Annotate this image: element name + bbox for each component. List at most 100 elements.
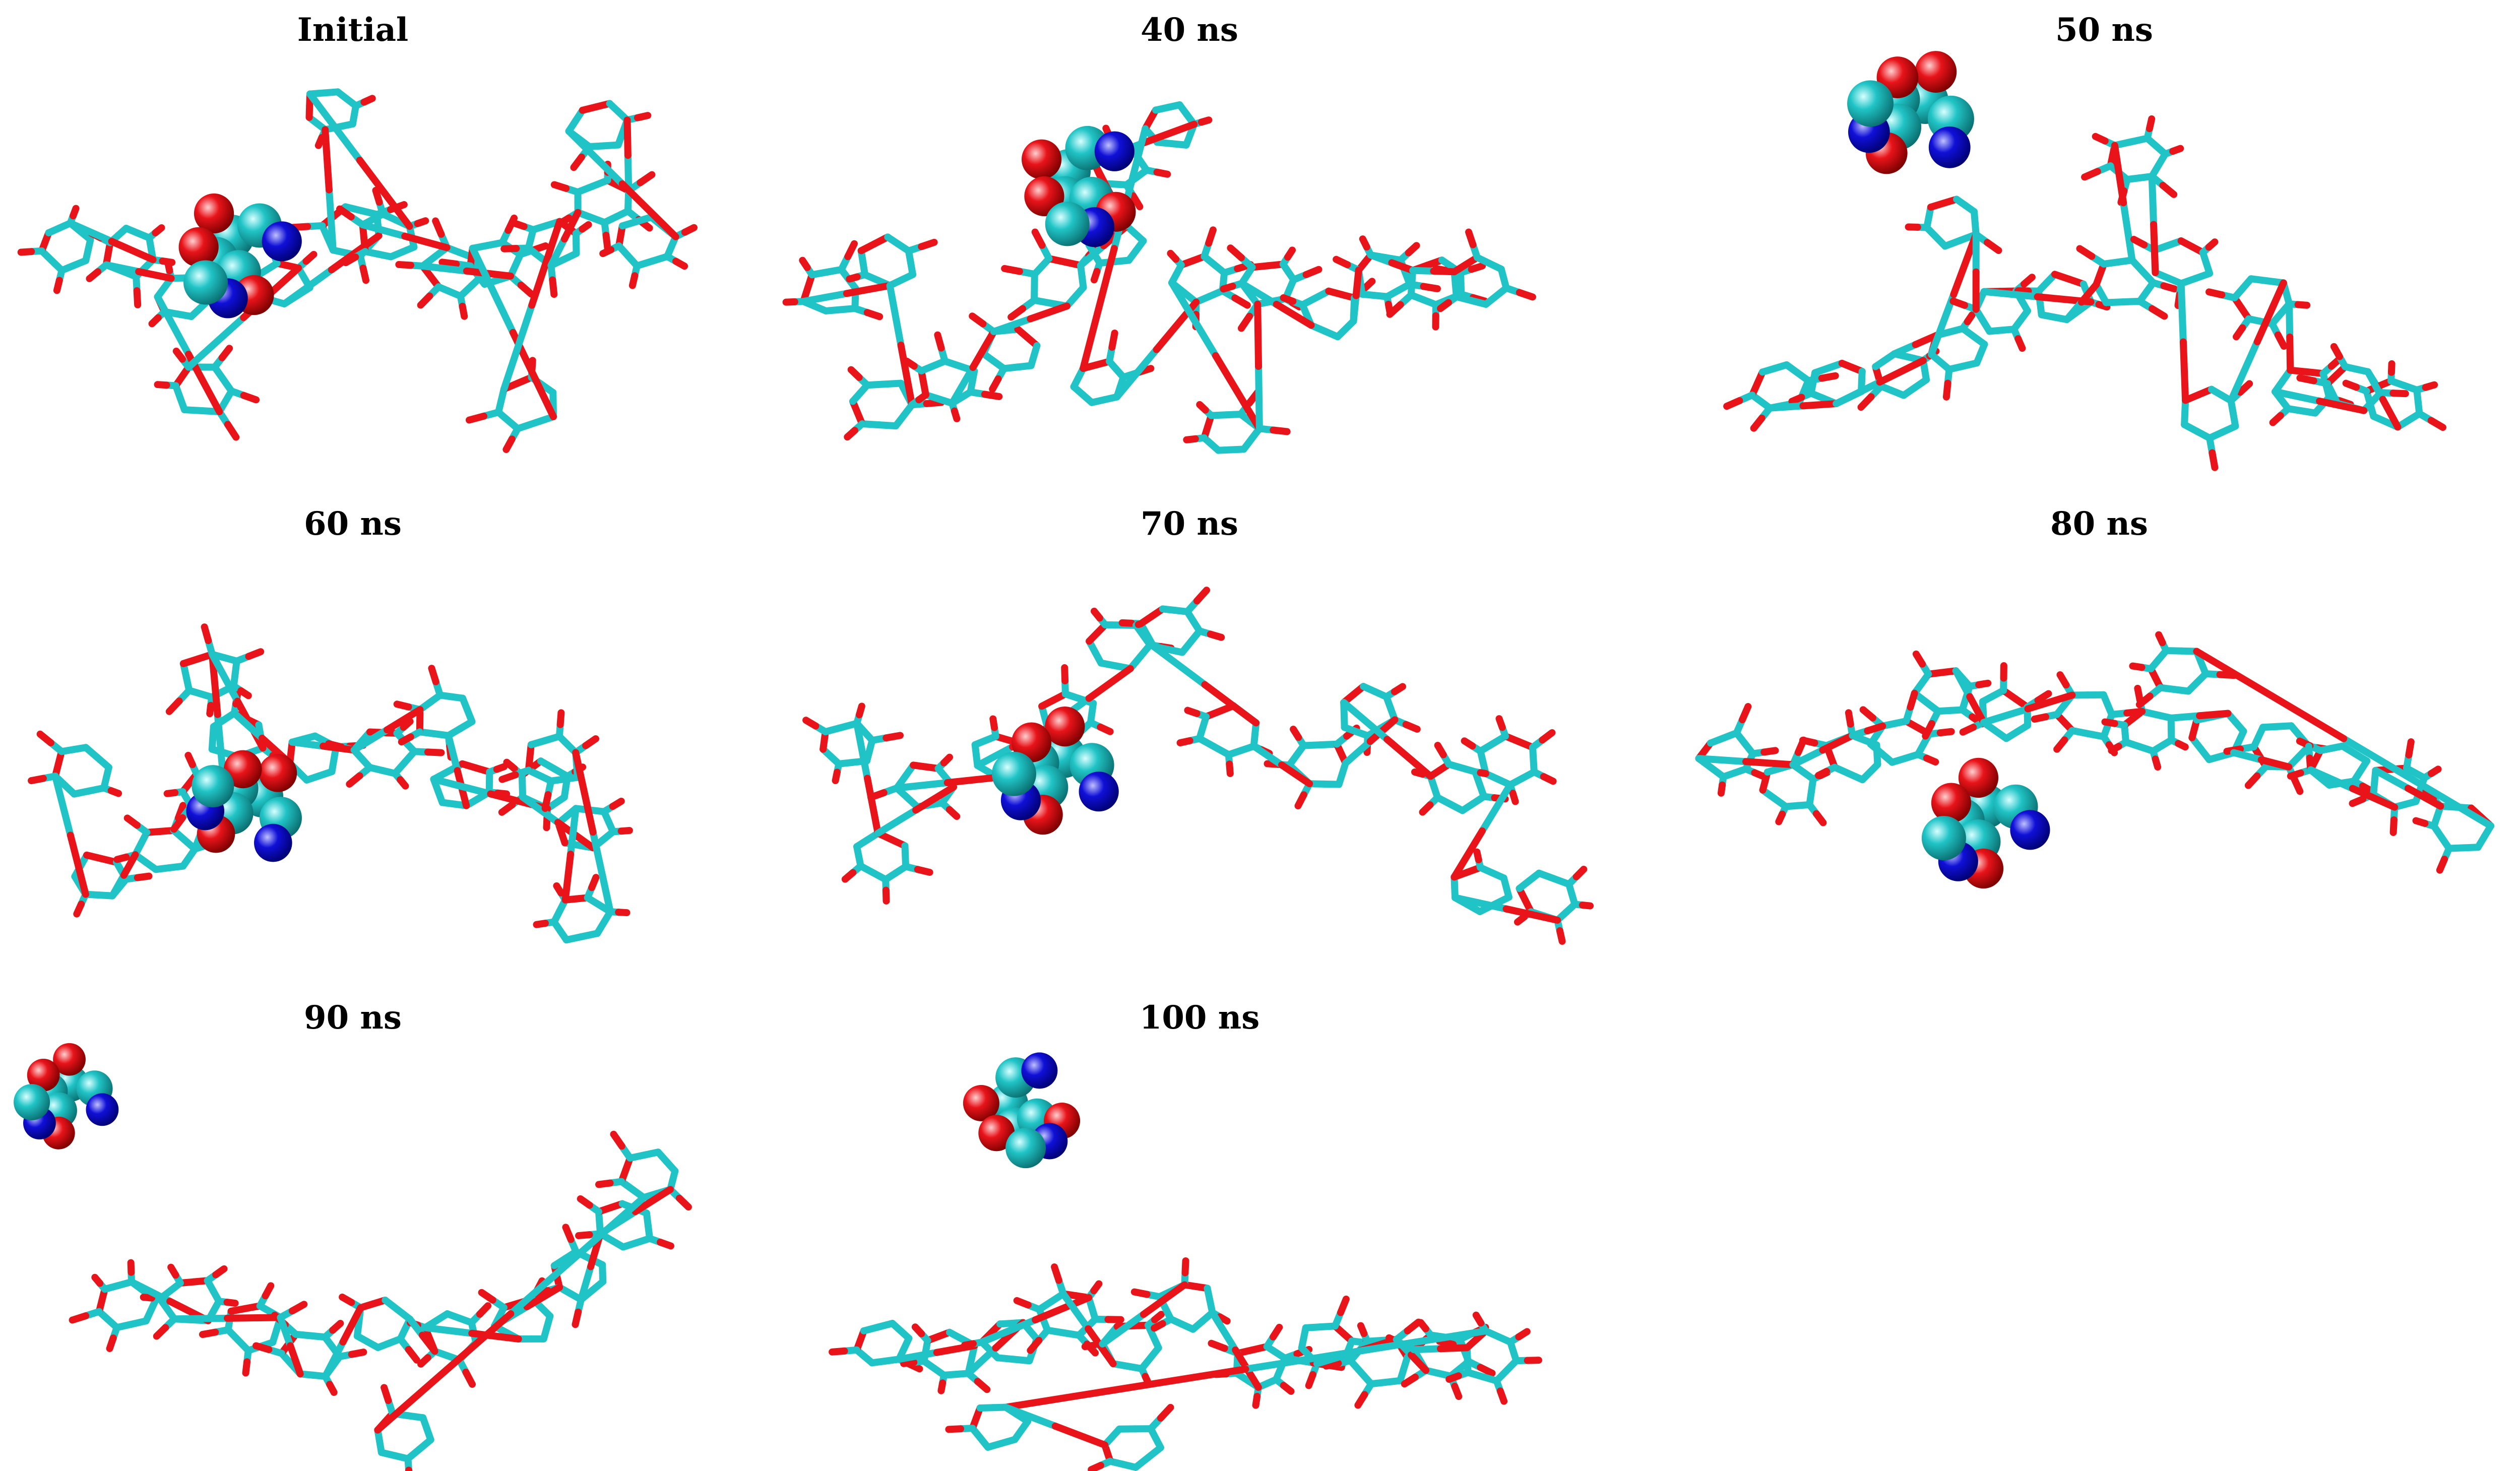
bond <box>1775 810 1786 825</box>
glycosidic-bond <box>1952 667 1974 700</box>
bond <box>86 268 102 282</box>
bond <box>152 864 173 873</box>
oxygen-atom <box>1958 757 1999 798</box>
glycosidic-bond <box>154 293 192 358</box>
bond <box>1941 236 1964 250</box>
bond <box>374 1339 393 1351</box>
glycosidic-bond <box>1980 288 2041 300</box>
glycosidic-bond <box>2179 338 2189 404</box>
bond <box>2359 782 2375 795</box>
glycosidic-bond <box>1201 681 1260 727</box>
glycosidic-bond <box>1140 1281 1188 1318</box>
glycosidic-bond <box>1907 689 1918 711</box>
glycosidic-bond <box>170 1314 231 1323</box>
bond <box>1011 1427 1025 1443</box>
glycosidic-bond <box>135 268 175 282</box>
bond <box>123 814 141 829</box>
bond <box>17 248 35 256</box>
nitrogen-atom <box>86 1093 119 1126</box>
bond <box>201 623 212 645</box>
bond <box>1964 311 1976 326</box>
bond <box>237 687 252 699</box>
bond <box>1857 393 1875 411</box>
bond <box>900 1359 918 1367</box>
bond <box>883 732 904 742</box>
bond <box>106 1334 117 1352</box>
bond <box>502 435 516 453</box>
bond <box>1482 292 1500 308</box>
carbon-atom <box>991 751 1036 796</box>
glycosidic-bond <box>339 1304 364 1346</box>
bond <box>844 240 858 261</box>
bond <box>2296 374 2317 385</box>
molecule-render <box>17 88 698 453</box>
bond <box>1435 1337 1457 1348</box>
bond <box>1788 394 1805 405</box>
bond <box>1129 192 1144 211</box>
bond <box>1333 255 1351 269</box>
bond <box>1176 737 1193 747</box>
bond <box>1051 1263 1062 1284</box>
bond <box>1386 301 1404 318</box>
glycosidic-bond <box>2193 648 2348 742</box>
bond <box>556 709 565 728</box>
glycosidic-bond <box>1478 781 1514 835</box>
glycosidic-bond <box>978 1316 1039 1346</box>
bond <box>400 718 414 731</box>
bond <box>1280 294 1297 305</box>
glycosidic-bond <box>618 180 679 240</box>
glycosidic-bond <box>874 806 919 837</box>
bond <box>2349 795 2367 807</box>
bond <box>1723 397 1743 410</box>
bond <box>1227 244 1245 262</box>
bond <box>556 214 573 227</box>
bond <box>208 745 229 757</box>
nitrogen-atom <box>254 823 292 862</box>
glycosidic-bond <box>893 779 951 792</box>
bond <box>172 347 186 363</box>
bond <box>2020 274 2036 288</box>
glycosidic-bond <box>943 774 1001 787</box>
bond <box>428 665 439 685</box>
bond <box>579 221 592 233</box>
bond <box>2038 311 2058 321</box>
carbon-atom <box>192 765 234 808</box>
bond <box>2294 301 2311 309</box>
bond <box>329 1320 344 1334</box>
bond <box>1240 435 1255 453</box>
bond <box>1294 791 1307 810</box>
bond <box>459 302 468 320</box>
bond <box>1013 1297 1032 1309</box>
oxygen-atom <box>223 750 262 789</box>
glycosidic-bond <box>528 218 563 309</box>
glycosidic-bond <box>288 738 327 750</box>
glycosidic-bond <box>1135 620 1145 628</box>
glycosidic-bond <box>1451 827 1486 881</box>
glycosidic-bond <box>102 261 143 275</box>
bond <box>2269 412 2284 426</box>
bond <box>1402 721 1421 733</box>
glycosidic-bond <box>469 244 517 336</box>
bond <box>1539 729 1556 744</box>
bond <box>615 909 631 917</box>
glycosidic-bond <box>350 726 391 754</box>
glycosidic-bond <box>108 871 128 900</box>
bond <box>562 1224 575 1243</box>
bond <box>918 238 938 250</box>
glycosidic-bond <box>1077 242 1107 269</box>
glycosidic-bond <box>2150 221 2159 276</box>
bond <box>432 217 445 238</box>
bond <box>464 706 476 725</box>
glycosidic-bond <box>1980 705 2032 726</box>
glycosidic-bond <box>895 1349 940 1363</box>
bond <box>609 797 625 810</box>
glycosidic-bond <box>374 1310 515 1434</box>
carbon-atom <box>183 260 228 305</box>
bond <box>1305 1371 1316 1389</box>
bond <box>199 1328 219 1338</box>
molecule-render <box>782 101 1536 454</box>
bond <box>961 1340 977 1349</box>
glycosidic-bond <box>1366 716 1399 745</box>
bond <box>2387 360 2396 376</box>
bond <box>1514 913 1528 926</box>
